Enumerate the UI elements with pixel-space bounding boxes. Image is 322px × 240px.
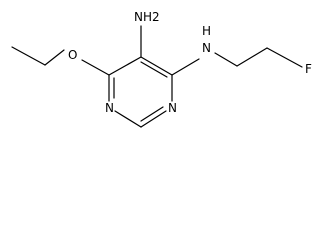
- bond-c5-c4-inner: [140, 61, 168, 78]
- molecule-drawing: NH2 N N O H N F: [11, 10, 312, 128]
- bond-ch2-ch3: [11, 46, 46, 66]
- bond-n3-c2: [140, 110, 167, 128]
- bond-c5-c6: [108, 56, 142, 76]
- bond-ch2-ch2: [236, 47, 268, 67]
- atom-nh2-label: NH2: [134, 10, 160, 24]
- atom-h-label: H: [202, 24, 211, 38]
- atom-fluorine-label: F: [305, 62, 312, 76]
- bond-o-ch2: [44, 49, 65, 66]
- atom-n-ring-right-label: N: [168, 101, 177, 115]
- bond-c5-c4: [140, 56, 173, 76]
- bond-nh-ch2: [214, 52, 238, 67]
- bond-c6-o: [81, 59, 110, 76]
- bond-c4-nh: [171, 58, 200, 76]
- atom-oxygen-label: O: [68, 48, 77, 62]
- bond-n1-c2: [114, 110, 142, 128]
- atom-n-amine-label: N: [202, 41, 211, 55]
- bond-n3-c2-inner: [140, 106, 164, 122]
- bond-ch2-f: [266, 47, 303, 68]
- atom-n-ring-left-label: N: [105, 101, 114, 115]
- structure-diagram: NH2 N N O H N F: [11, 10, 312, 128]
